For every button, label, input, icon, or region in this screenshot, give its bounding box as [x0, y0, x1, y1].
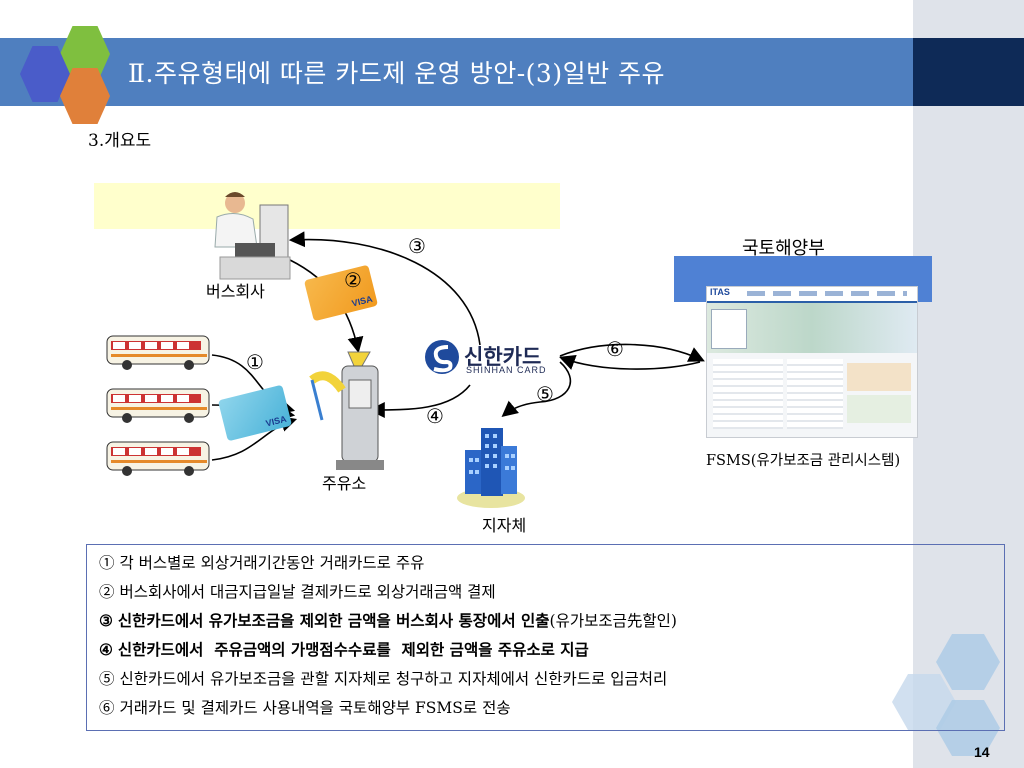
ministry-label: 국토해양부 — [742, 238, 825, 259]
bus-icon-2 — [106, 388, 210, 423]
step-marker-4: ④ — [426, 404, 444, 428]
step-marker-1: ① — [246, 350, 264, 374]
step-marker-6: ⑥ — [606, 337, 624, 361]
card-brand-label: VISA — [350, 293, 374, 309]
building-icon — [457, 428, 525, 508]
title-bar-accent — [913, 38, 1024, 106]
step-item-6: ⑥ 거래카드 및 결제카드 사용내역을 국토해양부 FSMS로 전송 — [99, 699, 511, 717]
decorative-hexagons-icon — [892, 634, 1000, 756]
bus-company-highlight-box — [94, 183, 560, 229]
fsms-website-screenshot: ITAS — [706, 286, 918, 438]
shinhan-card-korean: 신한카드 — [464, 345, 542, 369]
office-worker-icon — [214, 192, 291, 280]
title-bar — [0, 38, 913, 106]
hex-orange-icon — [60, 68, 110, 124]
card-brand-label-2: VISA — [264, 413, 288, 429]
shinhan-logo-icon — [425, 340, 459, 374]
section-subtitle: 3.개요도 — [88, 131, 152, 151]
steps-description-box: ① 각 버스별로 외상거래기간동안 거래카드로 주유 ② 버스회사에서 대금지급… — [86, 544, 1005, 731]
step-item-3: ③ 신한카드에서 유가보조금을 제외한 금액을 버스회사 통장에서 인출(유가보… — [99, 611, 677, 630]
bus-icon-1 — [106, 335, 210, 370]
step-marker-3: ③ — [408, 234, 426, 258]
step-item-4: ④ 신한카드에서 주유금액의 가맹점수수료를 제외한 금액을 주유소로 지급 — [99, 640, 589, 659]
step-item-5: ⑤ 신한카드에서 유가보조금을 관할 지자체로 청구하고 지자체에서 신한카드로… — [99, 670, 668, 688]
page-number: 14 — [974, 744, 990, 760]
page-title: Ⅱ.주유형태에 따른 카드제 운영 방안-(3)일반 주유 — [128, 59, 666, 88]
bus-icon-3 — [106, 441, 210, 476]
local-government-label: 지자체 — [482, 516, 527, 535]
step-marker-2: ② — [344, 268, 362, 292]
step-item-1: ① 각 버스별로 외상거래기간동안 거래카드로 주유 — [99, 554, 425, 572]
step-item-2: ② 버스회사에서 대금지급일날 결제카드로 외상거래금액 결제 — [99, 583, 496, 601]
shinhan-card-english: SHINHAN CARD — [466, 365, 547, 375]
step-marker-5: ⑤ — [536, 382, 554, 406]
fsms-label: FSMS(유가보조금 관리시스템) — [706, 453, 901, 469]
itas-logo: ITAS — [710, 287, 730, 297]
gas-pump-icon — [309, 351, 384, 470]
gas-station-label: 주유소 — [322, 474, 367, 493]
bus-company-label: 버스회사 — [206, 282, 265, 301]
